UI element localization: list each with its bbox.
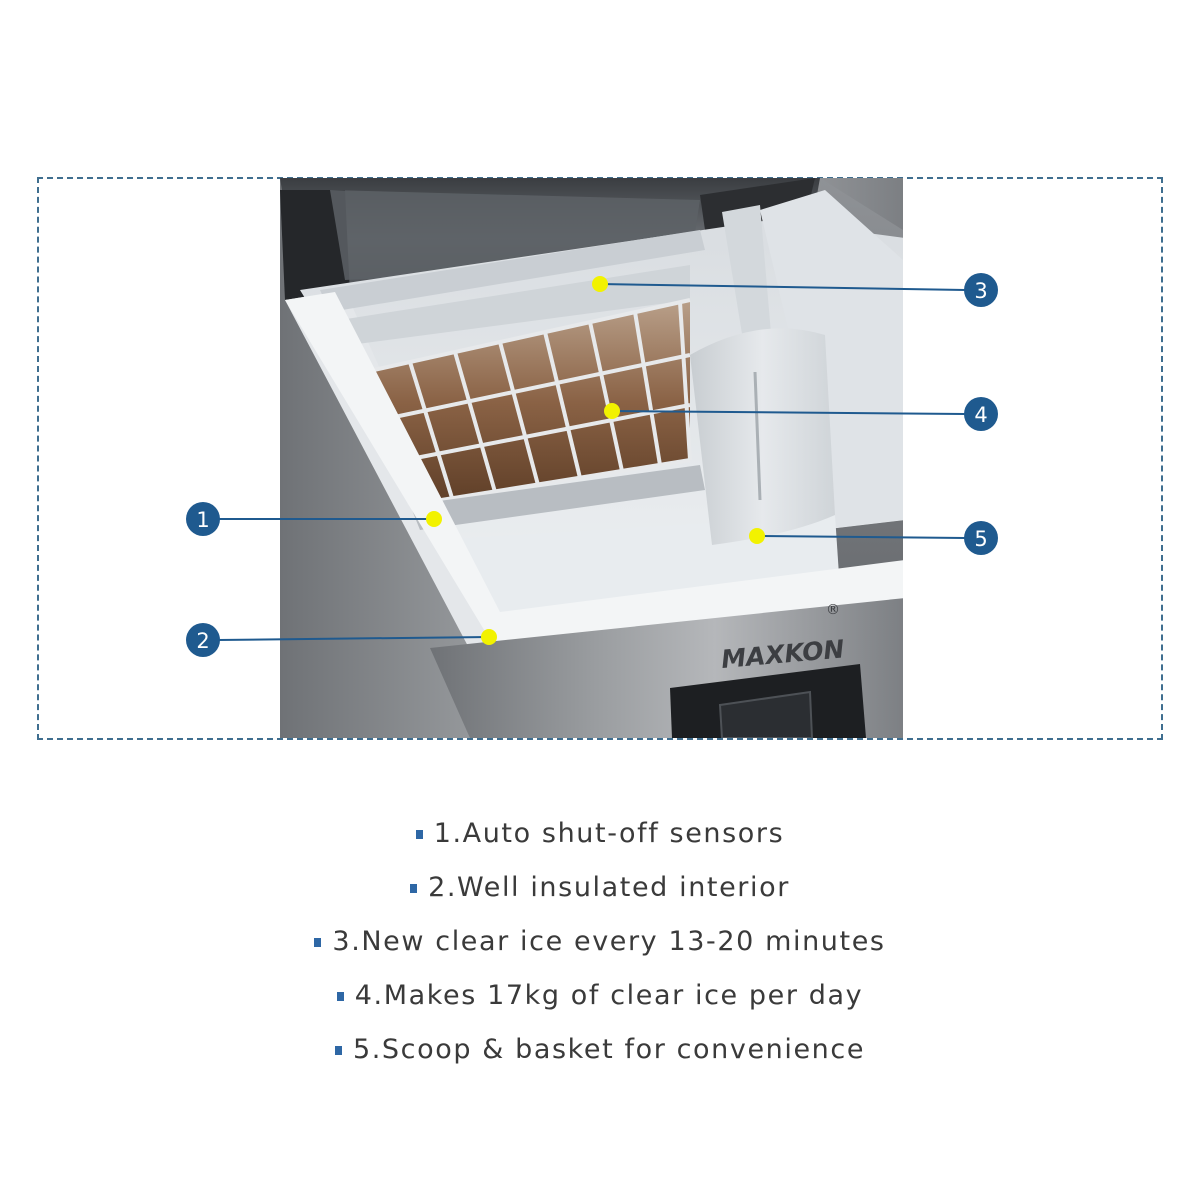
feature-text: 2.Well insulated interior xyxy=(428,871,790,903)
scoop xyxy=(690,205,835,545)
callout-number: 2 xyxy=(196,629,209,653)
feature-item-scoop-basket: 5.Scoop & basket for convenience xyxy=(0,1022,1200,1076)
feature-list: 1.Auto shut-off sensors 2.Well insulated… xyxy=(0,806,1200,1076)
bullet-square-icon xyxy=(336,991,344,1001)
callout-number: 4 xyxy=(974,403,987,427)
marker-dot-icon xyxy=(592,276,608,292)
feature-text: 1.Auto shut-off sensors xyxy=(433,817,785,849)
registered-mark: ® xyxy=(826,602,840,618)
feature-item-clear-ice: 3.New clear ice every 13-20 minutes xyxy=(0,914,1200,968)
callout-circle-icon xyxy=(186,623,220,657)
feature-item-capacity: 4.Makes 17kg of clear ice per day xyxy=(0,968,1200,1022)
bullet-square-icon xyxy=(314,937,322,947)
callout-lines xyxy=(217,283,966,641)
callout-circle-icon xyxy=(186,502,220,536)
callout-number: 5 xyxy=(974,527,987,551)
bullet-square-icon xyxy=(415,829,423,839)
marker-dot-icon xyxy=(481,629,497,645)
marker-dot-icon xyxy=(604,403,620,419)
bullet-square-icon xyxy=(334,1045,342,1055)
callout-1: 1 xyxy=(186,502,220,536)
callout-4: 4 xyxy=(964,397,998,431)
callout-2: 2 xyxy=(186,623,220,657)
feature-item-auto-shutoff: 1.Auto shut-off sensors xyxy=(0,806,1200,860)
bullet-square-icon xyxy=(410,883,418,893)
feature-text: 4.Makes 17kg of clear ice per day xyxy=(354,979,864,1011)
feature-item-insulated: 2.Well insulated interior xyxy=(0,860,1200,914)
marker-dot-icon xyxy=(426,511,442,527)
callout-circle-icon xyxy=(964,273,998,307)
callout-number: 3 xyxy=(974,279,987,303)
callout-number: 1 xyxy=(196,508,209,532)
feature-text: 3.New clear ice every 13-20 minutes xyxy=(332,925,886,957)
marker-dots xyxy=(426,276,765,645)
callout-3: 3 xyxy=(964,273,998,307)
callout-5: 5 xyxy=(964,521,998,555)
marker-dot-icon xyxy=(749,528,765,544)
callout-circle-icon xyxy=(964,397,998,431)
feature-text: 5.Scoop & basket for convenience xyxy=(352,1033,866,1065)
callout-circle-icon xyxy=(964,521,998,555)
